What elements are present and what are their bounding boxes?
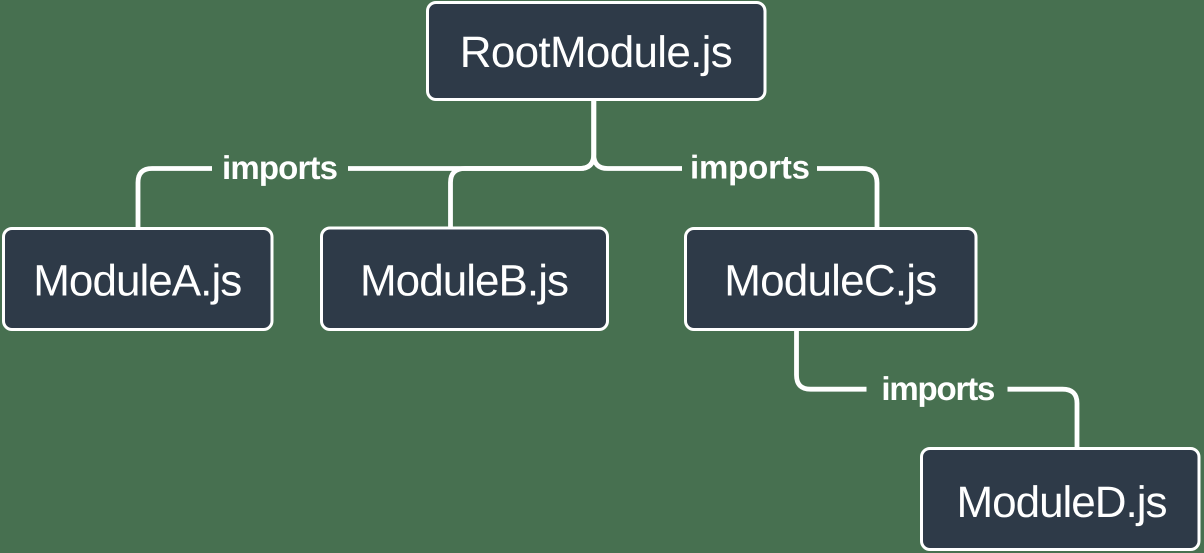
svg-text:ModuleB.js: ModuleB.js xyxy=(360,257,569,306)
svg-text:imports: imports xyxy=(222,149,338,186)
svg-text:ModuleD.js: ModuleD.js xyxy=(957,478,1168,527)
svg-text:imports: imports xyxy=(690,149,810,186)
svg-text:ModuleA.js: ModuleA.js xyxy=(33,257,242,306)
svg-text:RootModule.js: RootModule.js xyxy=(460,28,733,77)
svg-text:ModuleC.js: ModuleC.js xyxy=(724,257,937,306)
svg-text:imports: imports xyxy=(881,370,995,407)
